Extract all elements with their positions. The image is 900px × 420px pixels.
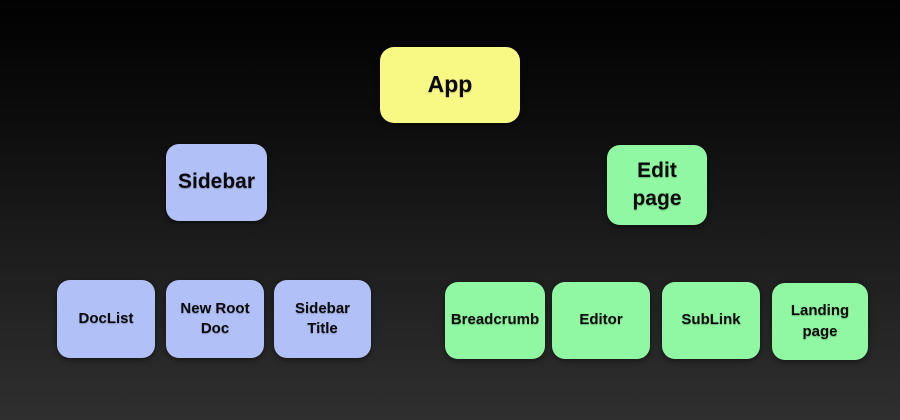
node-new-root-doc[interactable]: New Root Doc [166,280,264,358]
node-breadcrumb-label: Breadcrumb [450,311,540,329]
node-app-label: App [427,71,473,98]
node-sidebar-title[interactable]: Sidebar Title [274,280,371,358]
node-landing-page-label: Landing page [790,302,850,340]
node-doclist-label: DocList [78,309,134,327]
node-editor-label: Editor [579,311,623,329]
node-sidebar[interactable]: Sidebar [166,144,267,221]
node-edit-page[interactable]: Edit page [607,145,707,225]
node-editor[interactable]: Editor [552,282,650,359]
node-sublink-label: SubLink [681,311,741,329]
node-new-root-doc-label: New Root Doc [180,299,250,337]
node-app[interactable]: App [380,47,520,123]
node-sidebar-label: Sidebar [177,170,256,194]
node-doclist[interactable]: DocList [57,280,155,358]
node-sublink[interactable]: SubLink [662,282,760,359]
node-landing-page[interactable]: Landing page [772,283,868,360]
node-breadcrumb[interactable]: Breadcrumb [445,282,545,359]
node-sidebar-title-label: Sidebar Title [294,299,351,337]
node-edit-page-label: Edit page [632,158,682,210]
